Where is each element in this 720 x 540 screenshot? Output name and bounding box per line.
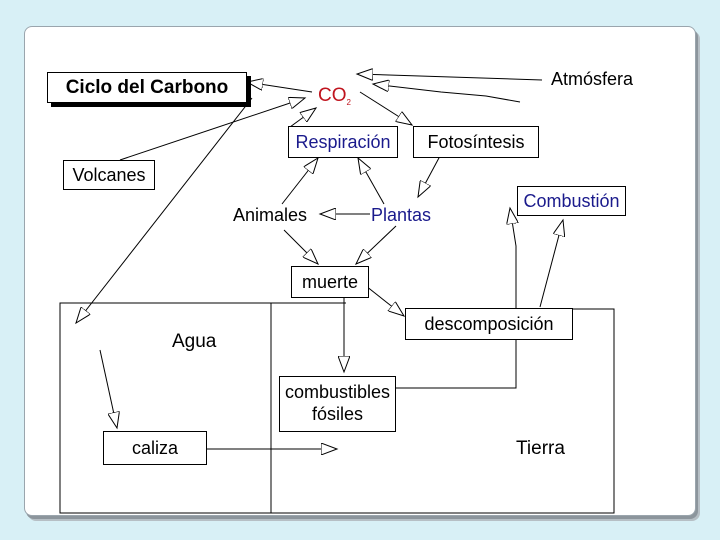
arrow-resp-co2: [289, 108, 316, 128]
arrow-muerte-desc: [365, 285, 404, 316]
node-caliza: caliza: [103, 431, 207, 465]
combustibles-line2: fósiles: [311, 404, 364, 424]
arrow-volcanes-agua: [76, 97, 253, 323]
tierra-region: [270, 302, 615, 514]
arrow-plantas-resp: [358, 158, 385, 205]
agua-region: [59, 302, 272, 514]
co2-subscript: 2: [346, 98, 351, 107]
co2-main: CO: [318, 85, 347, 106]
label-atmosfera: Atmósfera: [551, 69, 634, 89]
label-agua: Agua: [172, 331, 217, 352]
arrow-desc-combustion: [539, 220, 563, 308]
node-descomposicion: descomposición: [405, 308, 573, 340]
arrow-combustion-co2: [373, 84, 521, 103]
arrow-animales-muerte: [283, 229, 318, 264]
label-tierra: Tierra: [516, 438, 565, 459]
node-combustion: Combustión: [517, 186, 626, 216]
arrow-co2-fotosintesis: [359, 91, 412, 125]
arrow-foto-plantas: [418, 155, 441, 197]
arrow-plantas-muerte: [356, 225, 397, 264]
node-muerte: muerte: [291, 266, 369, 298]
node-volcanes: Volcanes: [63, 160, 155, 190]
node-respiracion: Respiración: [288, 126, 398, 158]
arrow-volcanes-co2: [119, 98, 305, 161]
arrow-animales-resp: [281, 158, 318, 205]
node-plantas: Plantas: [371, 205, 432, 225]
arrow-agua-caliza: [99, 349, 117, 428]
arrow-co2-title: [247, 82, 313, 93]
node-co2: CO2: [318, 86, 351, 107]
node-combustibles-fosiles: combustibles fósiles: [279, 376, 396, 432]
node-fotosintesis: Fotosíntesis: [413, 126, 539, 158]
combustibles-line1: combustibles: [284, 382, 391, 403]
arrow-atmosfera-co2: [357, 74, 543, 80]
node-animales: Animales: [233, 205, 308, 225]
arrow-fosiles-combustion: [396, 208, 516, 389]
diagram-title: Ciclo del Carbono: [47, 72, 247, 103]
